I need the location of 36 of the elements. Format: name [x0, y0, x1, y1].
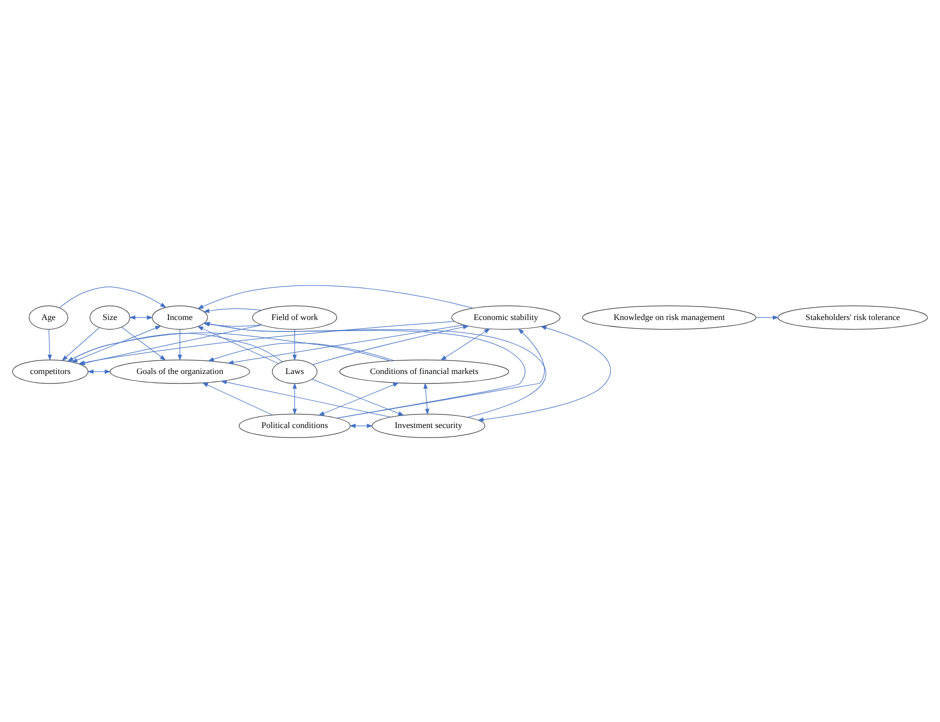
arrow — [67, 332, 283, 362]
arrow — [178, 328, 182, 360]
arrow — [203, 308, 262, 312]
arrow — [318, 382, 400, 416]
arrow — [312, 324, 470, 365]
node-ellipse: Age — [28, 304, 68, 330]
node-ellipse: Political conditions — [238, 413, 351, 438]
arrow — [71, 325, 162, 362]
arrow — [208, 342, 395, 361]
arrow — [292, 382, 297, 414]
arrow — [227, 324, 464, 364]
arrow — [336, 328, 545, 418]
arrow — [292, 328, 297, 360]
arrow — [220, 380, 391, 417]
arrow — [440, 328, 490, 360]
arrow — [48, 328, 52, 360]
arrow — [87, 369, 111, 374]
arrow — [477, 325, 611, 422]
node-ellipse: Conditions of financial markets — [339, 359, 510, 384]
node-ellipse: Stakeholders' risk tolerance — [778, 304, 928, 330]
arrow — [121, 326, 166, 360]
node-ellipse: Laws — [272, 359, 318, 384]
arrow — [67, 332, 392, 362]
arrow — [129, 314, 153, 320]
arrow — [756, 314, 779, 320]
node-ellipse: Field of work — [252, 304, 338, 330]
node-ellipse: Knowledge on risk management — [582, 304, 756, 330]
arrow — [312, 378, 404, 416]
arrow — [197, 284, 474, 309]
arrow — [202, 382, 273, 415]
arrow — [349, 423, 373, 428]
arrow — [423, 382, 430, 414]
arrow — [59, 286, 166, 308]
arrow — [62, 326, 100, 361]
node-ellipse: Size — [90, 304, 130, 330]
arrow — [197, 326, 279, 364]
